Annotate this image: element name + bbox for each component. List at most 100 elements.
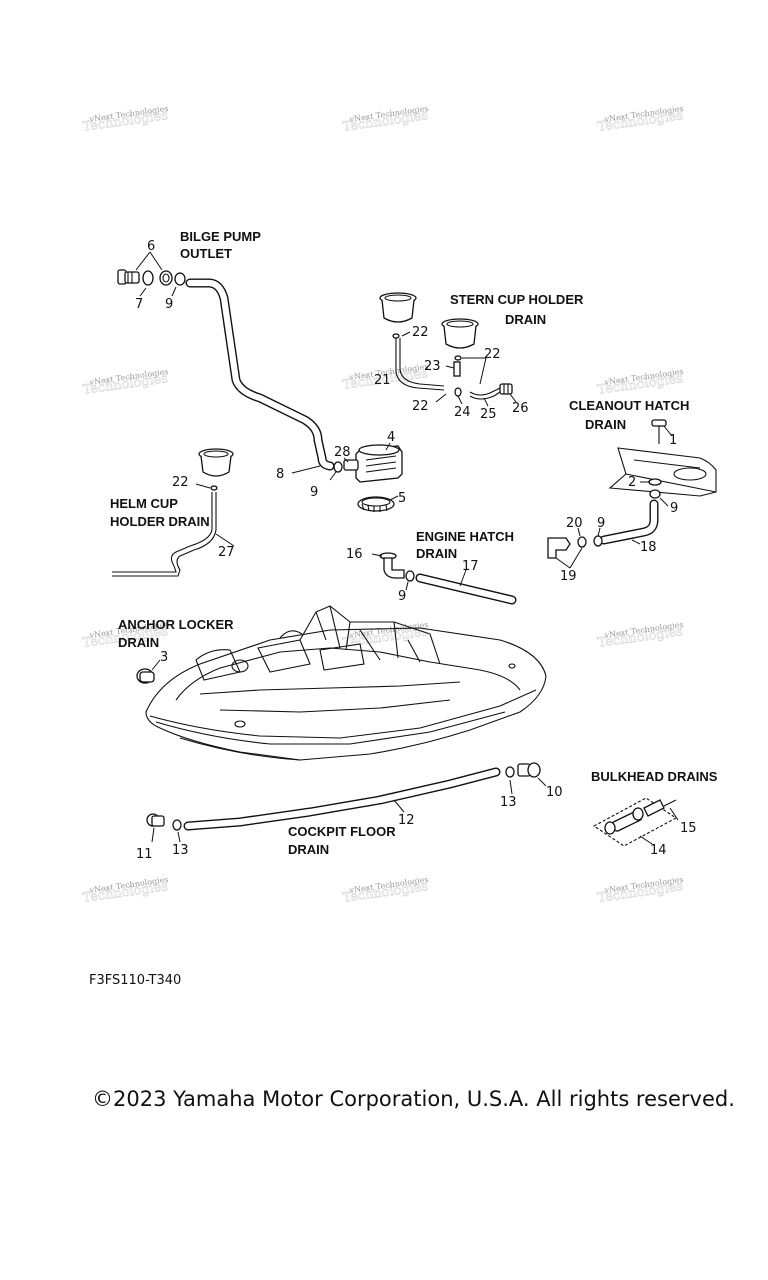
copyright-text: ©2023 Yamaha Motor Corporation, U.S.A. A… [92,1087,735,1111]
drain-fitting-part [379,552,405,579]
bilge-pump-outlet-label: BILGE PUMP [180,229,261,244]
callout-22: 22 [484,347,501,362]
bilge-hose [185,278,335,471]
anchor-locker-label-2: DRAIN [118,635,159,650]
stern-cup-holder-group: STERN CUP HOLDER DRAIN [374,292,584,422]
callout-1: 1 [669,433,677,448]
callout-23: 23 [424,359,441,374]
anchor-locker-group: ANCHOR LOCKER DRAIN 3 [118,617,234,684]
callout-26: 26 [512,401,529,416]
stern-cup-holder-label: STERN CUP HOLDER [450,292,584,307]
callout-2: 2 [628,475,636,490]
callout-8: 8 [276,467,284,482]
callout-12: 12 [398,813,415,828]
stern-cup-holder-label-2: DRAIN [505,312,546,327]
outlet-fitting-part [117,269,140,285]
callout-4: 4 [387,430,395,445]
drain-tube [112,492,213,573]
callout-7: 7 [135,297,143,312]
clamp-part [505,766,515,778]
deck-panel-part [608,447,717,497]
diagram-code: F3FS110-T340 [89,973,182,988]
watermark: Technologies vNext Technologies [81,875,169,906]
callout-5: 5 [398,491,406,506]
bilge-pump-part [343,444,403,483]
callout-9: 9 [310,485,318,500]
watermark: Technologies vNext Technologies [596,875,684,906]
callout-22: 22 [412,399,429,414]
bulkhead-drains-label: BULKHEAD DRAINS [591,769,718,784]
drain-plug-part [136,668,155,684]
callout-25: 25 [480,407,497,422]
cup-holder-part [441,318,479,349]
gasket-part [142,270,154,286]
fitting-part [453,361,461,377]
callout-17: 17 [462,559,479,574]
engine-hatch-group: ENGINE HATCH DRAIN 16 9 17 [346,529,517,605]
drain-fitting-part [146,813,165,827]
callout-22: 22 [412,325,429,340]
bulkhead-drain-part [592,797,678,847]
clamp-part [593,535,603,547]
drain-tube [395,338,445,391]
callout-24: 24 [454,405,471,420]
callout-19: 19 [560,569,577,584]
watermark: Technologies vNext Technologies [341,620,429,651]
strainer-part [357,496,395,512]
screw-part [651,419,667,444]
callout-13: 13 [500,795,517,810]
engine-hatch-label: ENGINE HATCH [416,529,514,544]
cockpit-floor-group: COCKPIT FLOOR DRAIN 11 13 12 13 10 [136,762,563,862]
helm-cup-label-2: HOLDER DRAIN [110,514,210,529]
callout-28: 28 [334,445,351,460]
washer-part [648,478,662,486]
helm-cup-label: HELM CUP [110,496,178,511]
boat-hull-part [145,605,547,761]
nut-part [577,536,587,548]
cleanout-hatch-group: CLEANOUT HATCH DRAIN 1 2 9 9 [547,398,717,584]
clamp-part [172,819,182,831]
anchor-locker-label: ANCHOR LOCKER [118,617,234,632]
watermark: Technologies vNext Technologies [596,367,684,398]
clamp-part [174,272,186,286]
watermark: Technologies vNext Technologies [596,620,684,651]
callout-21: 21 [374,373,391,388]
callout-22: 22 [172,475,189,490]
cockpit-floor-hose [183,767,501,831]
callout-10: 10 [546,785,563,800]
callout-11: 11 [136,847,153,862]
cleanout-hatch-label: CLEANOUT HATCH [569,398,689,413]
callout-9: 9 [670,501,678,516]
callout-18: 18 [640,540,657,555]
fitting-part [649,489,661,499]
callout-9: 9 [165,297,173,312]
callout-16: 16 [346,547,363,562]
watermark: Technologies vNext Technologies [341,875,429,906]
bilge-pump-outlet-label-2: OUTLET [180,246,232,261]
callout-14: 14 [650,843,667,858]
callout-27: 27 [218,545,235,560]
callout-9: 9 [398,589,406,604]
cockpit-floor-label-2: DRAIN [288,842,329,857]
watermark: Technologies vNext Technologies [341,104,429,135]
watermark: Technologies vNext Technologies [81,367,169,398]
callout-13: 13 [172,843,189,858]
watermark: Technologies vNext Technologies [81,104,169,135]
helm-cup-holder-group: HELM CUP HOLDER DRAIN 22 27 [110,448,235,577]
callout-3: 3 [160,650,168,665]
cup-holder-part [198,448,234,477]
cleanout-hatch-label-2: DRAIN [585,417,626,432]
callout-9: 9 [597,516,605,531]
nut-part [159,270,173,286]
cup-holder-part [379,292,417,323]
cockpit-floor-label: COCKPIT FLOOR [288,824,396,839]
clamp-part [333,461,343,473]
engine-hatch-label-2: DRAIN [416,546,457,561]
bulkhead-drains-group: BULKHEAD DRAINS 15 14 [591,769,718,858]
elbow-fitting-part [547,537,571,559]
bilge-pump-outlet-group: BILGE PUMP OUTLET 6 7 9 [117,229,335,471]
callout-20: 20 [566,516,583,531]
drain-fitting-part [517,762,541,778]
callout-6: 6 [147,239,155,254]
